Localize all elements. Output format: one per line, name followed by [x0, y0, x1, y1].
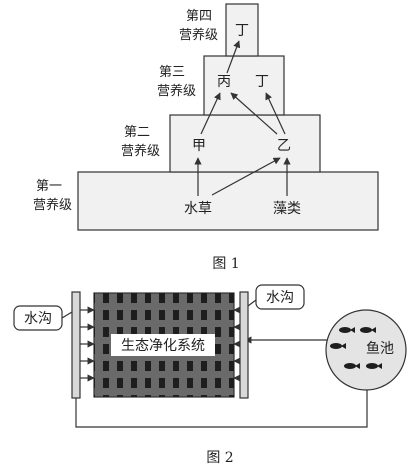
right-ditch-label: 水沟	[266, 290, 294, 306]
purification-diagram: 生态净化系统 水沟 水沟 鱼池 图 2	[13, 284, 407, 466]
level-1-label-line2: 营养级	[33, 197, 72, 213]
arrow-yi-to-ding	[265, 92, 286, 135]
right-callout-pointer	[247, 299, 257, 307]
figure1-caption: 图 1	[212, 256, 239, 272]
system-label: 生态净化系统	[121, 338, 205, 354]
organism-shuicao: 水草	[184, 201, 212, 217]
figure2-caption: 图 2	[206, 450, 233, 466]
left-callout-pointer	[61, 311, 73, 319]
return-pipe	[75, 389, 368, 428]
organism-bing: 丙	[217, 74, 231, 90]
organism-jia: 甲	[192, 138, 206, 154]
level-2-label-line1: 第二	[124, 125, 150, 140]
organism-ding-top: 丁	[235, 23, 249, 39]
fish-icon	[330, 327, 382, 369]
level-4-box	[225, 3, 259, 57]
trophic-pyramid: 第四 营养级 第三 营养级 第二 营养级 第一 营养级 丁 丙 丁 甲 乙 水草…	[33, 3, 379, 272]
level-1-box	[77, 171, 379, 231]
system-label-bg	[111, 334, 215, 356]
right-ditch-bar	[239, 291, 249, 399]
flow-arrows	[80, 306, 241, 382]
level-1-label-line1: 第一	[36, 179, 62, 194]
level-3-label-line1: 第三	[159, 65, 185, 80]
organism-zaolei: 藻类	[273, 201, 301, 217]
level-4-label-line2: 营养级	[179, 27, 218, 43]
left-ditch-label: 水沟	[24, 311, 52, 327]
level-2-label-line2: 营养级	[121, 143, 160, 159]
arrow-shuicao-to-yi	[211, 157, 281, 196]
left-ditch-bar	[71, 291, 81, 399]
organism-ding-mid: 丁	[255, 74, 269, 90]
pond-label: 鱼池	[366, 340, 394, 357]
arrow-jia-to-bing	[200, 92, 221, 135]
organism-yi: 乙	[277, 138, 291, 154]
level-4-label-line1: 第四	[186, 9, 212, 24]
arrow-yi-to-bing	[230, 92, 278, 135]
level-3-label-line2: 营养级	[157, 83, 196, 99]
right-ditch-callout	[255, 284, 305, 310]
arrow-bing-to-ding	[226, 40, 241, 74]
